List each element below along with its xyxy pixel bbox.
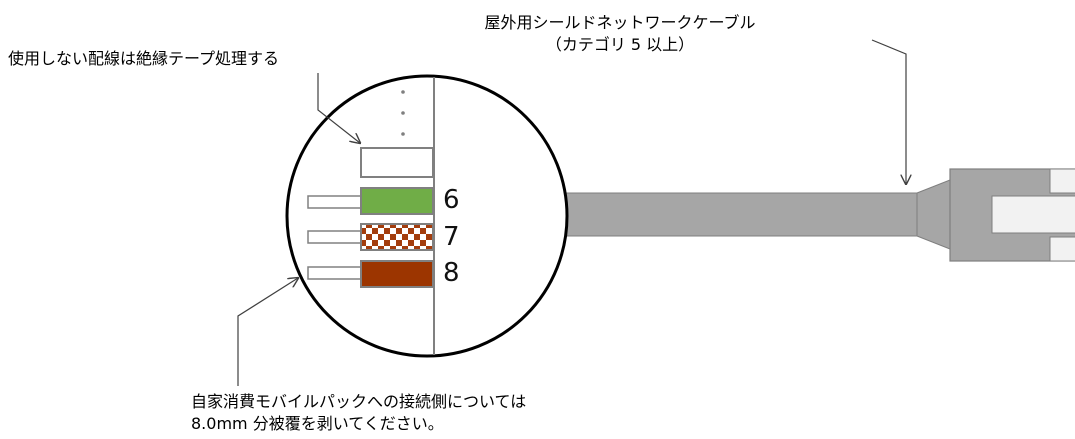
wire-8-insulation [360,260,434,288]
rj45-connector [949,168,1075,262]
wire-8-stub [307,266,362,280]
strip-note: 自家消費モバイルパックへの接続側については 8.0mm 分被覆を剥いてください。 [191,391,526,435]
ellipsis-dot [401,111,405,115]
cable-title-leader [871,39,906,184]
wire-number-6: 6 [443,185,460,215]
wire-7-stub [307,230,362,244]
connector-tab-lower [1049,236,1075,262]
connector-tab-upper [1049,168,1075,194]
wire-6-stub [307,195,362,209]
magnify-circle-outline [285,74,569,358]
cable-title-line2: （カテゴリ 5 以上） [545,35,695,54]
ellipsis-dot [401,132,405,136]
cable-title-line1: 屋外用シールドネットワークケーブル [484,13,756,32]
cable-title: 屋外用シールドネットワークケーブル （カテゴリ 5 以上） [455,12,785,56]
strip-note-line2: 8.0mm 分被覆を剥いてください。 [191,414,444,433]
strip-note-line1: 自家消費モバイルパックへの接続側については [191,392,527,411]
unused-wire [360,147,434,178]
unused-note-leader [317,73,360,143]
connector-latch [991,195,1075,234]
magnify-circle [285,74,569,358]
wire-number-8: 8 [443,258,460,288]
wire-6-insulation [360,187,434,215]
strip-note-leader [237,278,298,386]
connector-boot [916,179,951,250]
callout-lines [237,39,906,386]
cable-body [559,179,951,250]
ellipsis-dot [401,90,405,94]
wire-7-insulation [360,223,434,251]
unused-wires-note: 使用しない配線は絶縁テープ処理する [8,49,280,68]
cable-jacket [559,192,918,237]
wire-number-7: 7 [443,222,460,252]
